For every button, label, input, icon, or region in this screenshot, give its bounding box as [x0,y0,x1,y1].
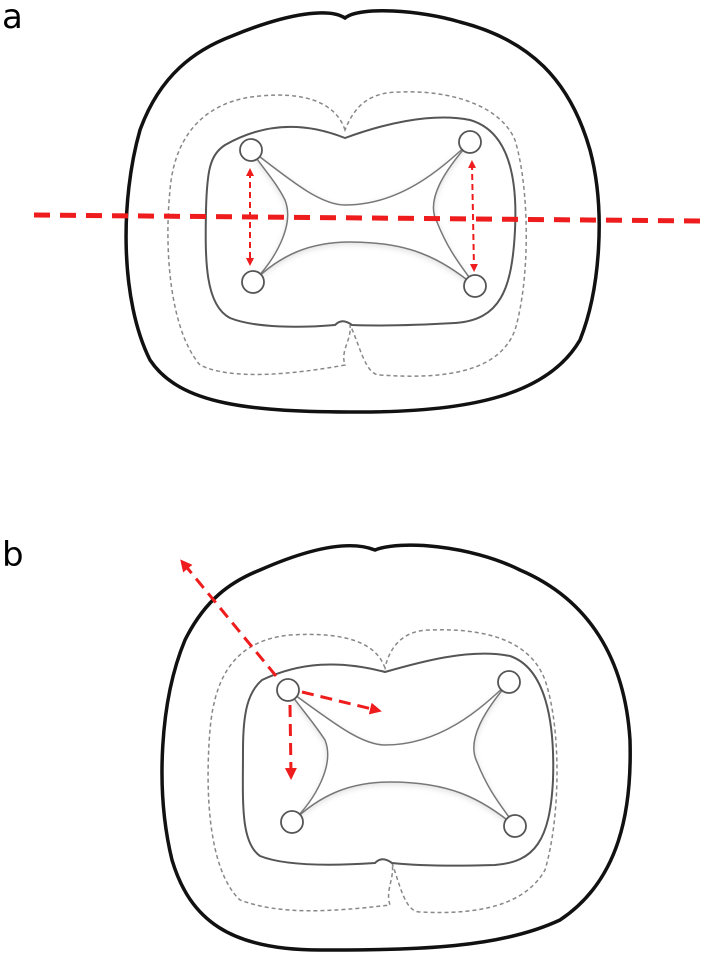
tooth-diagram-a [33,9,701,414]
cusp-tip-b-mesiolingual [280,810,304,834]
cusp-tip-a-mesiolingual [241,270,265,294]
cusp-tip-a-mesiobuccal [239,138,263,162]
cusp-tip-b-distolingual [503,814,527,838]
tooth-diagram-b [160,543,632,952]
tooth-outer-outline-a [124,9,601,414]
diagonal-arrow-b [180,559,278,677]
panel-label-b: b [2,535,24,575]
cusp-tip-a-distolingual [463,274,487,298]
cusp-tip-a-distobuccal [458,130,482,154]
vertical-arrow-right-a [468,160,478,272]
panel-label-a: a [2,0,23,37]
horizontal-arrow-b [301,690,382,715]
horizontal-dashed-line-a [33,212,701,224]
cusp-tip-b-distobuccal [497,670,521,694]
tooth-dotted-margin-a [167,91,527,377]
tooth-outer-outline-b [160,543,632,952]
vertical-arrow-b [284,704,297,780]
cusp-tip-b-mesiobuccal [276,678,300,702]
